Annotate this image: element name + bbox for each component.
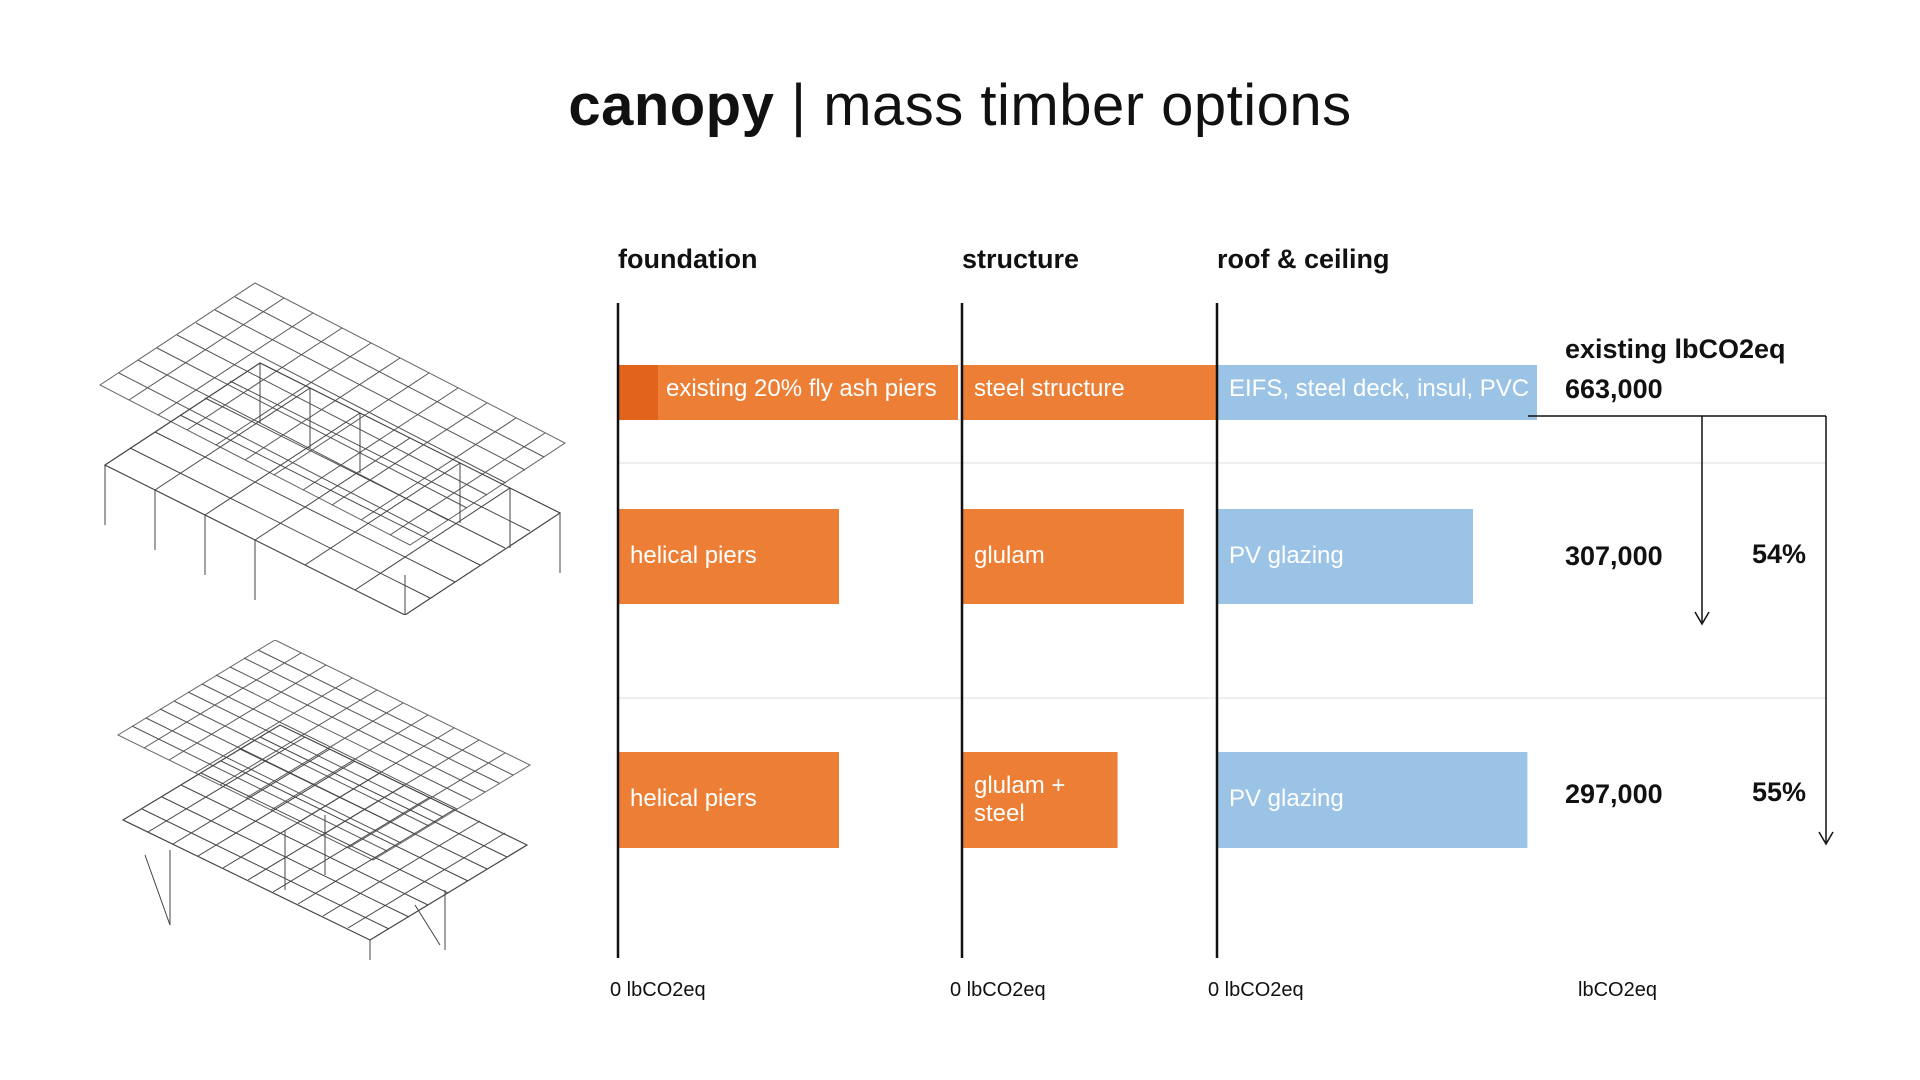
- option-total: 297,000: [1565, 779, 1663, 809]
- existing-roof-panels: [99, 282, 566, 546]
- axis-label: lbCO2eq: [1578, 979, 1657, 1001]
- bar: [962, 752, 1118, 848]
- option-reduction: 55%: [1752, 777, 1806, 807]
- glulam-frame: [121, 724, 529, 960]
- arrow-55-head: [1818, 831, 1834, 846]
- bar-label: PV glazing: [1229, 542, 1344, 569]
- bar: [618, 752, 839, 848]
- bar-label: PV glazing: [1229, 785, 1344, 812]
- bar-label: EIFS, steel deck, insul, PVC: [1229, 375, 1529, 402]
- mass-timber-canopy-drawing: [116, 640, 532, 960]
- bar: [618, 365, 958, 420]
- fly-ash-accent: [618, 365, 658, 420]
- page-title: canopy | mass timber options: [0, 72, 1920, 139]
- axis-label: 0 lbCO2eq: [610, 979, 706, 1001]
- bar-label: glulam: [974, 542, 1045, 569]
- bar-label: glulam +steel: [974, 772, 1065, 827]
- title-separator: |: [791, 73, 807, 138]
- option-total: 307,000: [1565, 541, 1663, 571]
- bar-label: steel structure: [974, 375, 1125, 402]
- axis-label: 0 lbCO2eq: [950, 979, 1046, 1001]
- axis-label: 0 lbCO2eq: [1208, 979, 1304, 1001]
- bar: [1217, 752, 1528, 848]
- bar: [1217, 509, 1473, 604]
- category-header: structure: [962, 244, 1079, 274]
- bar-label: helical piers: [630, 542, 757, 569]
- category-header: foundation: [618, 244, 757, 274]
- option-reduction: 54%: [1752, 539, 1806, 569]
- existing-frame: [103, 362, 562, 615]
- bar: [1217, 365, 1537, 420]
- bar: [618, 509, 839, 604]
- bar: [962, 365, 1217, 420]
- category-header: roof & ceiling: [1217, 244, 1390, 274]
- bar-label: existing 20% fly ash piers: [666, 375, 937, 402]
- bar: [962, 509, 1184, 604]
- existing-canopy-drawing: [99, 282, 566, 615]
- title-rest: mass timber options: [823, 73, 1352, 138]
- existing-header: existing lbCO2eq: [1565, 334, 1786, 364]
- title-bold: canopy: [568, 73, 775, 138]
- pv-glazing-panels: [116, 640, 532, 861]
- existing-total: 663,000: [1565, 374, 1663, 404]
- arrow-54-head: [1694, 611, 1710, 626]
- bar-label: helical piers: [630, 785, 757, 812]
